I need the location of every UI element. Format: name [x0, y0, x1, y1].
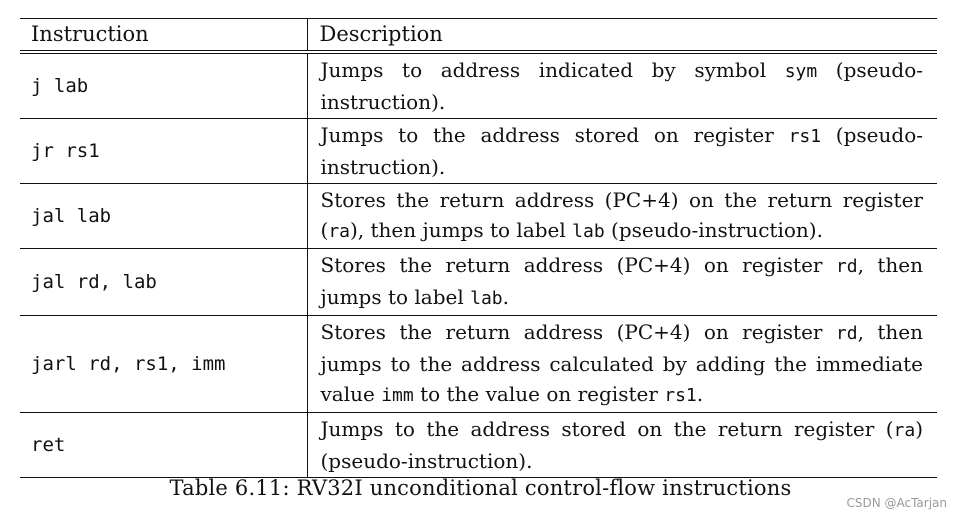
code-token: rs1 — [664, 385, 697, 406]
description-cell: Stores the return address (PC+4) on the … — [307, 183, 937, 249]
description-text: Jumps to the address stored on the retur… — [320, 417, 894, 441]
description-cell: Jumps to the address stored on register … — [307, 118, 937, 184]
description-text: (pseudo-instruction). — [604, 218, 823, 242]
description-cell: Jumps to the address stored on the retur… — [307, 412, 937, 478]
table-row: ret Jumps to the address stored on the re… — [20, 412, 937, 478]
table-row: jal rd, lab Stores the return address (PC… — [20, 248, 937, 316]
code-token: lab — [572, 221, 605, 242]
description-text: Jumps to the address stored on register — [320, 123, 789, 147]
description-text: (pseudo-instruction). — [320, 123, 924, 179]
code-token: ra — [328, 221, 350, 242]
instruction-cell: j lab — [20, 52, 308, 119]
description-text: Stores the return address (PC+4) on regi… — [320, 253, 836, 277]
description-cell: Stores the return address (PC+4) on regi… — [307, 315, 937, 413]
instruction-cell: jal lab — [20, 183, 308, 249]
description-cell: Stores the return address (PC+4) on regi… — [307, 248, 937, 316]
description-text: ) (pseudo-instruction). — [320, 417, 924, 473]
description-text: . — [502, 285, 509, 309]
description-text: Stores the return address (PC+4) on regi… — [320, 320, 836, 344]
column-header-instruction: Instruction — [20, 18, 308, 54]
table-caption: Table 6.11: RV32I unconditional control-… — [169, 476, 792, 500]
code-token: sym — [784, 61, 818, 82]
description-text: Stores the return address (PC+4) on the … — [320, 188, 924, 242]
code-token: lab — [470, 288, 503, 309]
description-text: . — [696, 382, 704, 406]
description-text: , then jumps to the address calculated b… — [320, 320, 924, 406]
code-token: rd — [835, 323, 858, 344]
column-header-description: Description — [307, 18, 937, 54]
instruction-cell: jr rs1 — [20, 118, 308, 184]
description-text: Jumps to address indicated by symbol — [320, 58, 785, 82]
instruction-cell: jal rd, lab — [20, 248, 308, 316]
description-text: ), then jumps to label — [350, 218, 573, 242]
instruction-cell: ret — [20, 412, 308, 478]
description-text: (pseudo-instruction). — [320, 58, 924, 114]
code-token: imm — [381, 385, 414, 406]
table-header-row: Instruction Description — [20, 18, 937, 54]
code-token: ra — [893, 420, 916, 441]
instruction-cell: jarl rd, rs1, imm — [20, 315, 308, 413]
code-token: rs1 — [788, 126, 822, 147]
description-text: , then jumps to label — [320, 253, 924, 309]
code-token: rd — [835, 256, 858, 277]
watermark: CSDN @AcTarjan — [846, 496, 947, 510]
description-cell: Jumps to address indicated by symbol sym… — [307, 52, 937, 119]
description-text: to the value on register — [413, 382, 665, 406]
table-row: jarl rd, rs1, imm Stores the return addre… — [20, 315, 937, 413]
